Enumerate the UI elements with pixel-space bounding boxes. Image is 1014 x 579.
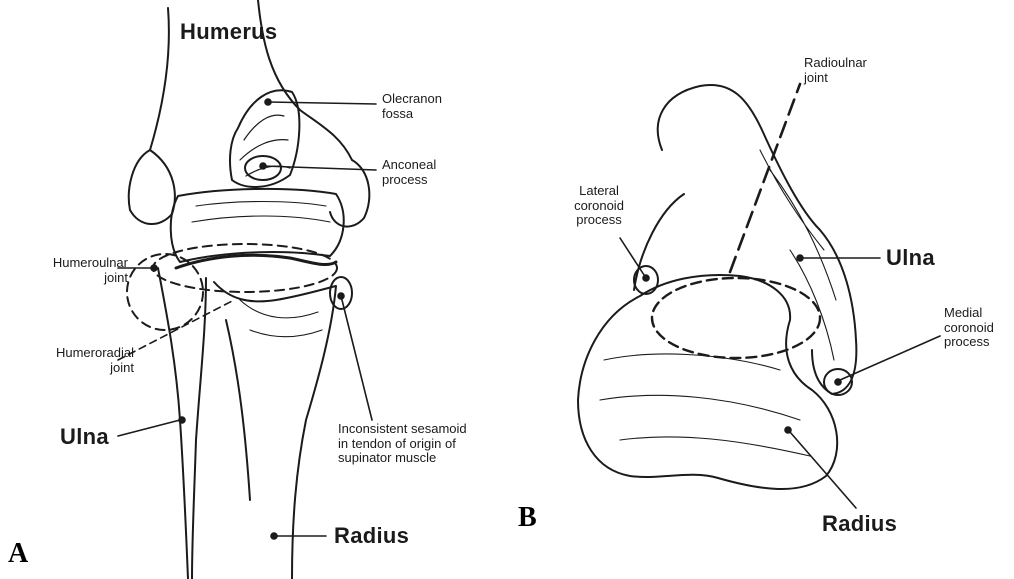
panel-letter-a: A bbox=[8, 538, 28, 570]
panel-letter-b: B bbox=[518, 502, 537, 534]
label-radioulnar-joint: Radioulnar joint bbox=[804, 56, 867, 85]
olecranon-fossa-outline bbox=[230, 90, 299, 187]
label-humeroulnar-joint: Humeroulnar joint bbox=[18, 256, 128, 285]
label-olecranon-fossa: Olecranon fossa bbox=[382, 92, 442, 121]
radius-head-b bbox=[578, 275, 837, 489]
label-medial-coronoid-process: Medial coronoid process bbox=[944, 306, 994, 350]
panel-b-drawing bbox=[578, 84, 940, 508]
label-sesamoid: Inconsistent sesamoid in tendon of origi… bbox=[338, 422, 467, 466]
ulna-b-outline bbox=[634, 85, 856, 394]
label-radius-b: Radius bbox=[822, 512, 897, 537]
label-humerus: Humerus bbox=[180, 20, 277, 45]
humeral-condyle bbox=[171, 189, 344, 262]
label-ulna-b: Ulna bbox=[886, 246, 935, 271]
label-anconeal-process: Anconeal process bbox=[382, 158, 436, 187]
panel-a-drawing bbox=[118, 0, 376, 579]
label-ulna-a: Ulna bbox=[60, 425, 109, 450]
label-lateral-coronoid-process: Lateral coronoid process bbox=[564, 184, 634, 228]
humeroradial-joint-outline bbox=[127, 254, 203, 330]
radioulnar-joint-outline bbox=[652, 278, 820, 358]
lateral-epicondyle bbox=[129, 150, 175, 224]
label-humeroradial-joint: Humeroradial joint bbox=[34, 346, 134, 375]
label-radius-a: Radius bbox=[334, 524, 409, 549]
